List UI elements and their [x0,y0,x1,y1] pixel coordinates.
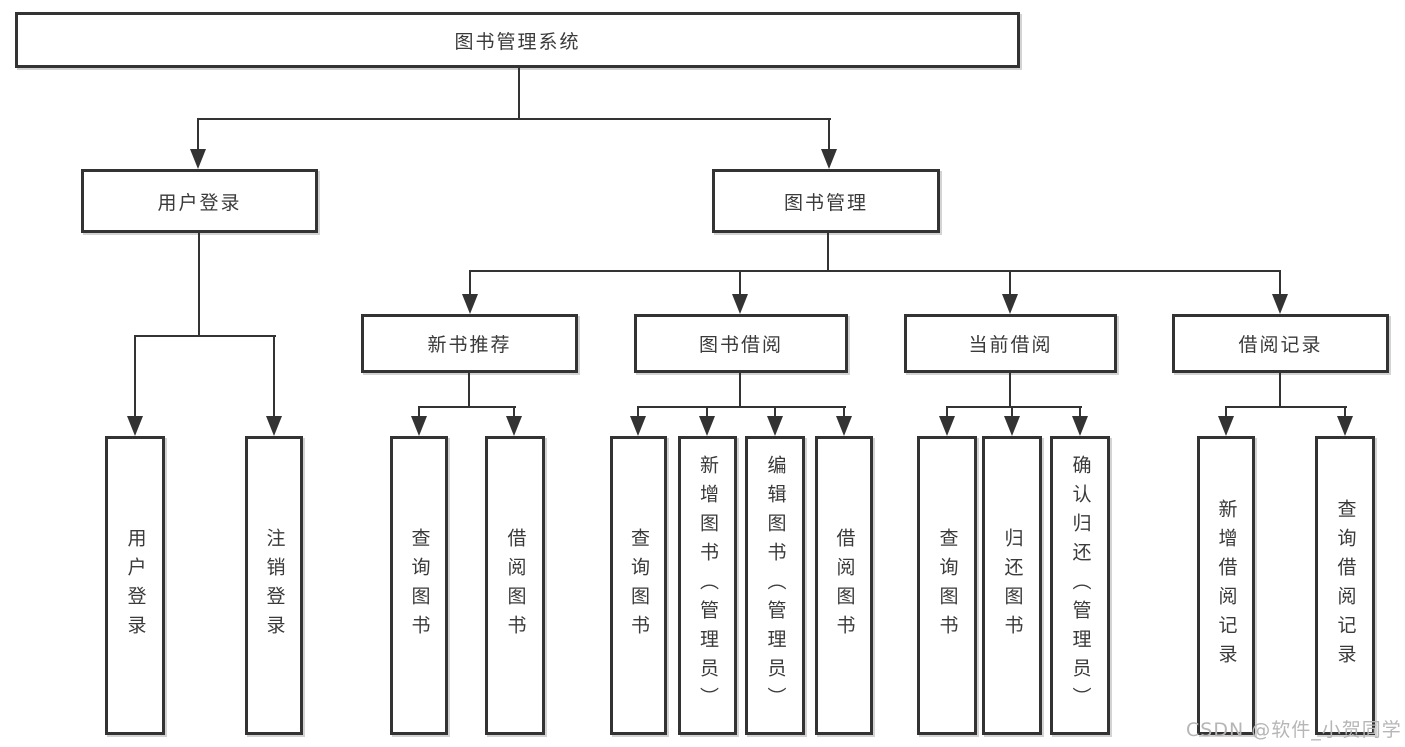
node-borrow-record-label: 借阅记录 [1238,334,1323,356]
leaf-return-book: 归还图书 [982,436,1042,735]
leaf-query-book-2: 查询图书 [610,436,667,735]
arrowhead-icon [821,149,837,169]
connector-drop-leaf [637,406,639,420]
leaf-query-book-3: 查询图书 [917,436,977,735]
connector-drop-level3 [1009,270,1011,297]
leaf-confirm-return-admin: 确认归还（管理员） [1050,436,1110,735]
leaf-query-book-1: 查询图书 [390,436,448,735]
node-new-book-rec-label: 新书推荐 [427,334,512,356]
leaf-borrow-book-2: 借阅图书 [815,436,873,735]
node-book-mgmt: 图书管理 [712,169,940,233]
leaf-edit-book-admin: 编辑图书（管理员） [745,436,805,735]
connector-drop-leaf [843,406,845,420]
leaf-user-login: 用户登录 [105,436,165,735]
arrowhead-icon [1218,416,1234,436]
leaf-borrow-book-1: 借阅图书 [485,436,545,735]
arrowhead-icon [630,416,646,436]
arrowhead-icon [190,149,206,169]
arrowhead-icon [836,416,852,436]
connector-new-book-rail [418,406,516,408]
connector-current-borrow-stem [1009,373,1011,408]
node-book-borrow-label: 图书借阅 [698,334,783,356]
connector-root-rail [197,118,831,120]
node-current-borrow-label: 当前借阅 [968,334,1053,356]
leaf-add-borrow-record-label: 新增借阅记录 [1215,498,1238,673]
leaf-query-book-2-label: 查询图书 [627,527,650,644]
arrowhead-icon [462,294,478,314]
arrowhead-icon [1337,416,1353,436]
connector-book-mgmt-rail [469,270,1281,272]
connector-book-borrow-stem [739,373,741,408]
arrowhead-icon [506,416,522,436]
connector-drop-leaf [1011,406,1013,420]
leaf-logout: 注销登录 [245,436,303,735]
arrowhead-icon [732,294,748,314]
node-borrow-record: 借阅记录 [1172,314,1389,373]
connector-root-stem [518,68,520,120]
connector-drop-level3 [739,270,741,297]
arrowhead-icon [411,416,427,436]
connector-drop-user-login [197,118,199,152]
connector-current-borrow-rail [946,406,1082,408]
leaf-query-book-1-label: 查询图书 [408,527,431,644]
connector-borrow-record-stem [1279,373,1281,408]
arrowhead-icon [1072,416,1088,436]
node-book-mgmt-label: 图书管理 [783,191,868,214]
connector-drop-leaf [1079,406,1081,420]
leaf-borrow-book-1-label: 借阅图书 [504,527,527,644]
connector-book-mgmt-stem [827,233,829,272]
connector-drop-leaf [418,406,420,420]
arrowhead-icon [1004,416,1020,436]
arrowhead-icon [127,416,143,436]
leaf-query-book-3-label: 查询图书 [936,527,959,644]
connector-drop-book-mgmt [828,118,830,152]
leaf-query-borrow-record-label: 查询借阅记录 [1334,498,1357,673]
connector-drop-leaf [706,406,708,420]
arrowhead-icon [699,416,715,436]
leaf-user-login-label: 用户登录 [124,527,147,644]
node-user-login: 用户登录 [81,169,318,233]
leaf-query-borrow-record: 查询借阅记录 [1315,436,1375,735]
leaf-return-book-label: 归还图书 [1001,527,1024,644]
node-new-book-rec: 新书推荐 [361,314,578,373]
connector-book-borrow-rail [637,406,846,408]
connector-drop-leaf [1344,406,1346,420]
connector-drop-leaf [513,406,515,420]
leaf-confirm-return-admin-label: 确认归还（管理员） [1069,455,1092,716]
connector-drop-leaf [774,406,776,420]
leaf-edit-book-admin-label: 编辑图书（管理员） [764,455,787,716]
connector-drop-leaf [946,406,948,420]
node-current-borrow: 当前借阅 [904,314,1117,373]
leaf-add-book-admin-label: 新增图书（管理员） [696,455,719,716]
leaf-add-borrow-record: 新增借阅记录 [1197,436,1255,735]
arrowhead-icon [939,416,955,436]
connector-drop-level3 [1279,270,1281,297]
connector-user-login-rail [134,335,276,337]
node-book-borrow: 图书借阅 [634,314,848,373]
connector-drop-leaf [134,335,136,419]
connector-user-login-stem [198,233,200,337]
arrowhead-icon [1002,294,1018,314]
connector-drop-leaf [273,335,275,419]
node-user-login-label: 用户登录 [157,191,242,214]
leaf-logout-label: 注销登录 [263,527,286,644]
node-root: 图书管理系统 [15,12,1020,68]
csdn-watermark: CSDN @软件_小贺同学 [1186,715,1404,742]
connector-new-book-stem [468,373,470,408]
connector-borrow-record-rail [1225,406,1347,408]
arrowhead-icon [1272,294,1288,314]
leaf-add-book-admin: 新增图书（管理员） [678,436,737,735]
arrowhead-icon [767,416,783,436]
node-root-label: 图书管理系统 [454,30,581,53]
leaf-borrow-book-2-label: 借阅图书 [833,527,856,644]
watermark-text: CSDN @软件_小贺同学 [1186,719,1402,741]
connector-drop-leaf [1225,406,1227,420]
connector-drop-level3 [469,270,471,297]
arrowhead-icon [266,416,282,436]
